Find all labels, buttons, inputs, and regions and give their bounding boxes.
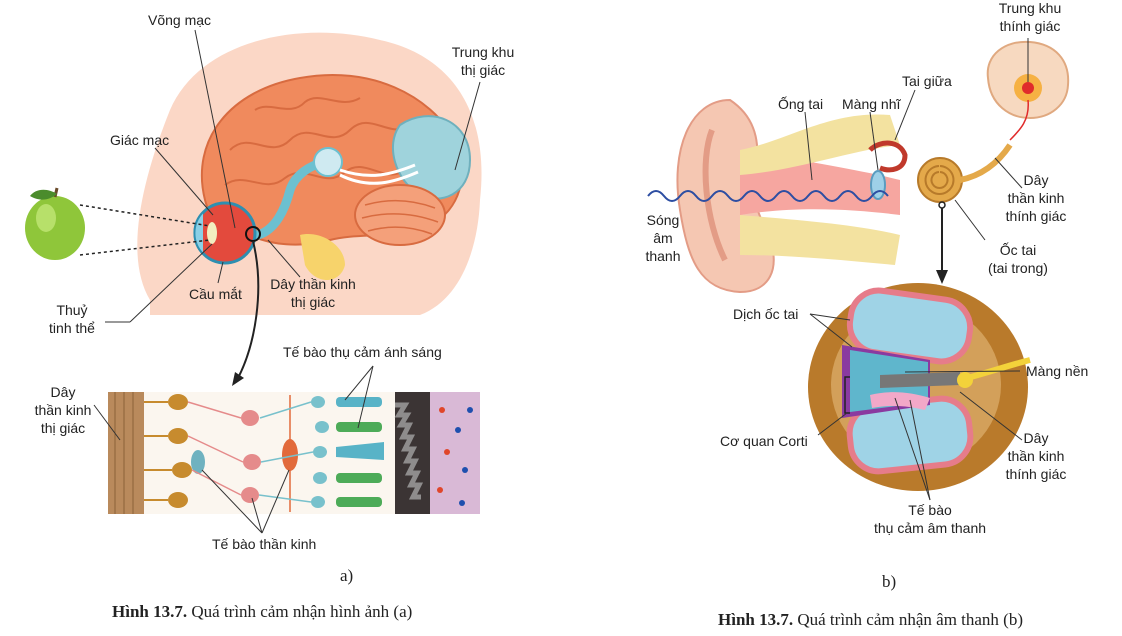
sound-wave-label-line1: Sóng [646,212,680,228]
lens-label-line1: Thuỷ [56,302,88,318]
panel-a-sublabel: a) [340,566,354,585]
cochlea-label-line1: Ốc tai [999,242,1037,258]
visual-cortex [391,115,472,200]
panel-b-sublabel: b) [882,572,897,591]
nerve-label-line2: thần kinh [34,402,92,418]
panel-a-caption-text: Quá trình cảm nhận hình ảnh (a) [187,602,413,621]
sound-wave-label-line3: thanh [645,248,681,264]
neurons-label: Tế bào thần kinh [212,536,317,552]
panel-a-caption-bold: Hình 13.7. [112,602,188,621]
nerve-label-line1: Dây [50,384,76,400]
eyeball-label: Cầu mắt [189,286,242,302]
cochlea-cross-section [808,283,1031,491]
sound-wave-label-line2: âm [653,230,673,246]
visual-cortex-label-line2: thị giác [460,62,506,78]
ear-canal-label: Ống tai [778,96,824,112]
apple-image [25,187,85,260]
retina-detail [108,392,480,514]
sound-wave [647,190,889,202]
auditory-nerve2-label-line2: thần kinh [1007,448,1065,464]
panel-b-caption-bold: Hình 13.7. [718,610,794,629]
panel-b-caption-text: Quá trình cảm nhận âm thanh (b) [793,610,1024,629]
retina-label: Võng mạc [148,12,212,28]
auditory-nerve-label-line1: Dây [1023,172,1049,188]
panel-a-caption: Hình 13.7. Quá trình cảm nhận hình ảnh (… [112,602,412,622]
basilar-membrane-label: Màng nền [1026,363,1089,379]
auditory-nerve2-label-line3: thính giác [1005,466,1067,482]
brainstem [300,234,345,280]
visual-cortex-label-line1: Trung khu [451,44,515,60]
cochlea-label-line2: (tai trong) [988,260,1048,276]
auditory-nerve-label-line2: thần kinh [1007,190,1065,206]
receptor-label-line1: Tế bào [908,502,952,518]
optic-nerve-label-line2: thị giác [290,294,336,310]
middle-ear-label: Tai giữa [902,73,952,89]
panel-a-illustration [25,29,482,534]
panel-b-illustration [647,38,1070,501]
photoreceptor-label: Tế bào thụ cảm ánh sáng [283,344,442,360]
auditory-nerve2-label-line1: Dây [1023,430,1049,446]
nerve-label-line3: thị giác [40,420,86,436]
receptor-label-line2: thụ cảm âm thanh [873,520,987,536]
auditory-nerve-label-line3: thính giác [1005,208,1067,224]
cochlear-fluid-label: Dịch ốc tai [733,306,799,322]
lens-label-line2: tinh thể [49,320,95,336]
optic-nerve-label-line1: Dây thần kinh [270,276,356,292]
auditory-cortex-label-line1: Trung khu [998,0,1062,16]
optic-nerve-path [253,157,330,240]
organ-of-corti-label: Cơ quan Corti [720,433,808,449]
eardrum-label: Màng nhĩ [842,96,901,112]
cerebellum [354,184,446,246]
auditory-cortex-label-line2: thính giác [999,18,1061,34]
cornea-label: Giác mạc [110,132,170,148]
panel-b-caption: Hình 13.7. Quá trình cảm nhận âm thanh (… [718,610,1023,630]
